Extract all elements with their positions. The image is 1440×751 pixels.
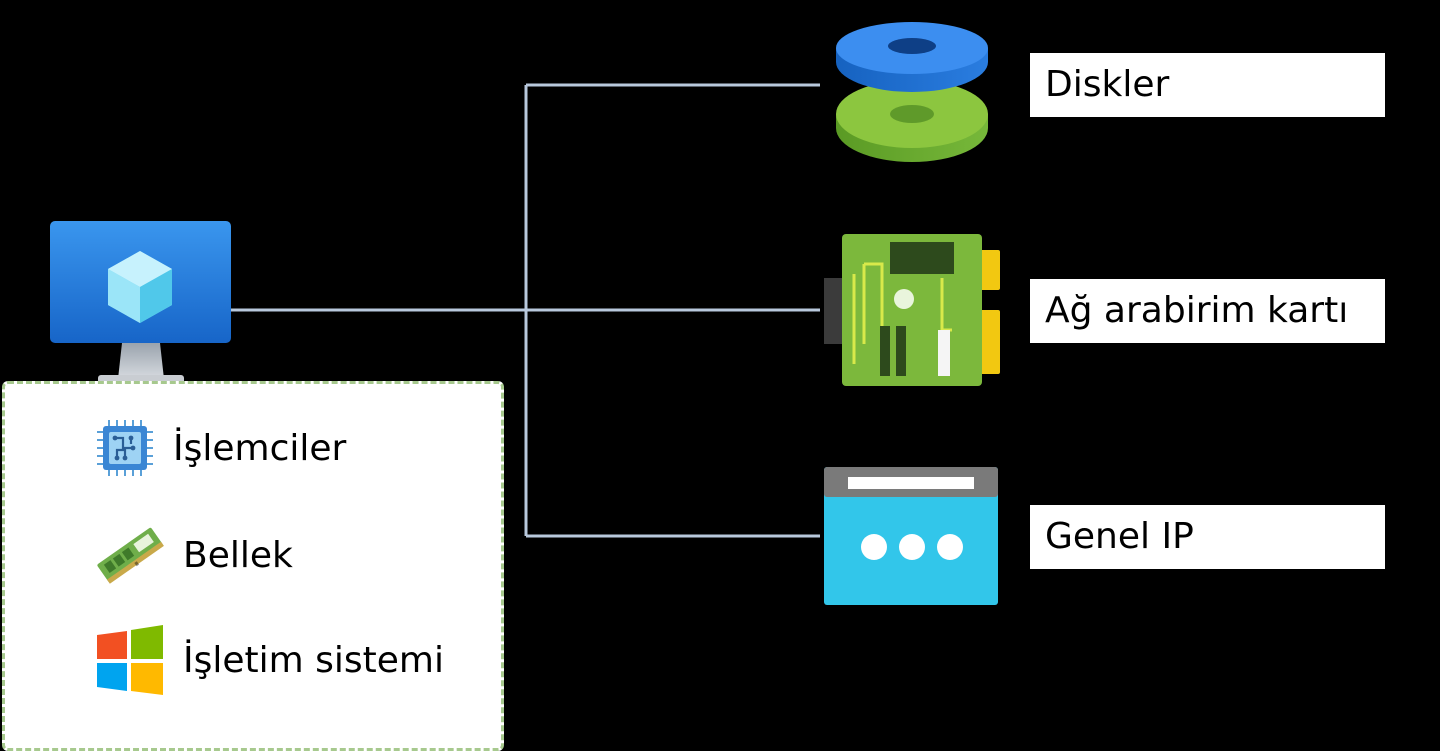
virtual-machine-monitor-icon	[50, 221, 232, 389]
resource-label-public-ip: Genel IP	[1030, 505, 1385, 569]
vm-component-label: Bellek	[183, 534, 293, 576]
memory-ram-icon	[95, 520, 165, 590]
vm-component-label: İşletim sistemi	[183, 639, 444, 681]
resource-label-disks: Diskler	[1030, 53, 1385, 117]
network-interface-card-icon	[824, 234, 1002, 388]
vm-components-panel: İşlemciler Bellek	[2, 381, 504, 751]
vm-component-memory: Bellek	[95, 523, 293, 587]
vm-component-operating-system: İşletim sistemi	[95, 625, 444, 695]
processor-chip-icon	[95, 418, 155, 478]
vm-component-label: İşlemciler	[173, 427, 347, 469]
public-ip-icon	[824, 467, 1000, 607]
windows-logo-icon	[95, 625, 165, 695]
vm-component-processors: İşlemciler	[95, 416, 346, 480]
disks-icon	[834, 22, 990, 162]
resource-label-nic: Ağ arabirim kartı	[1030, 279, 1385, 343]
